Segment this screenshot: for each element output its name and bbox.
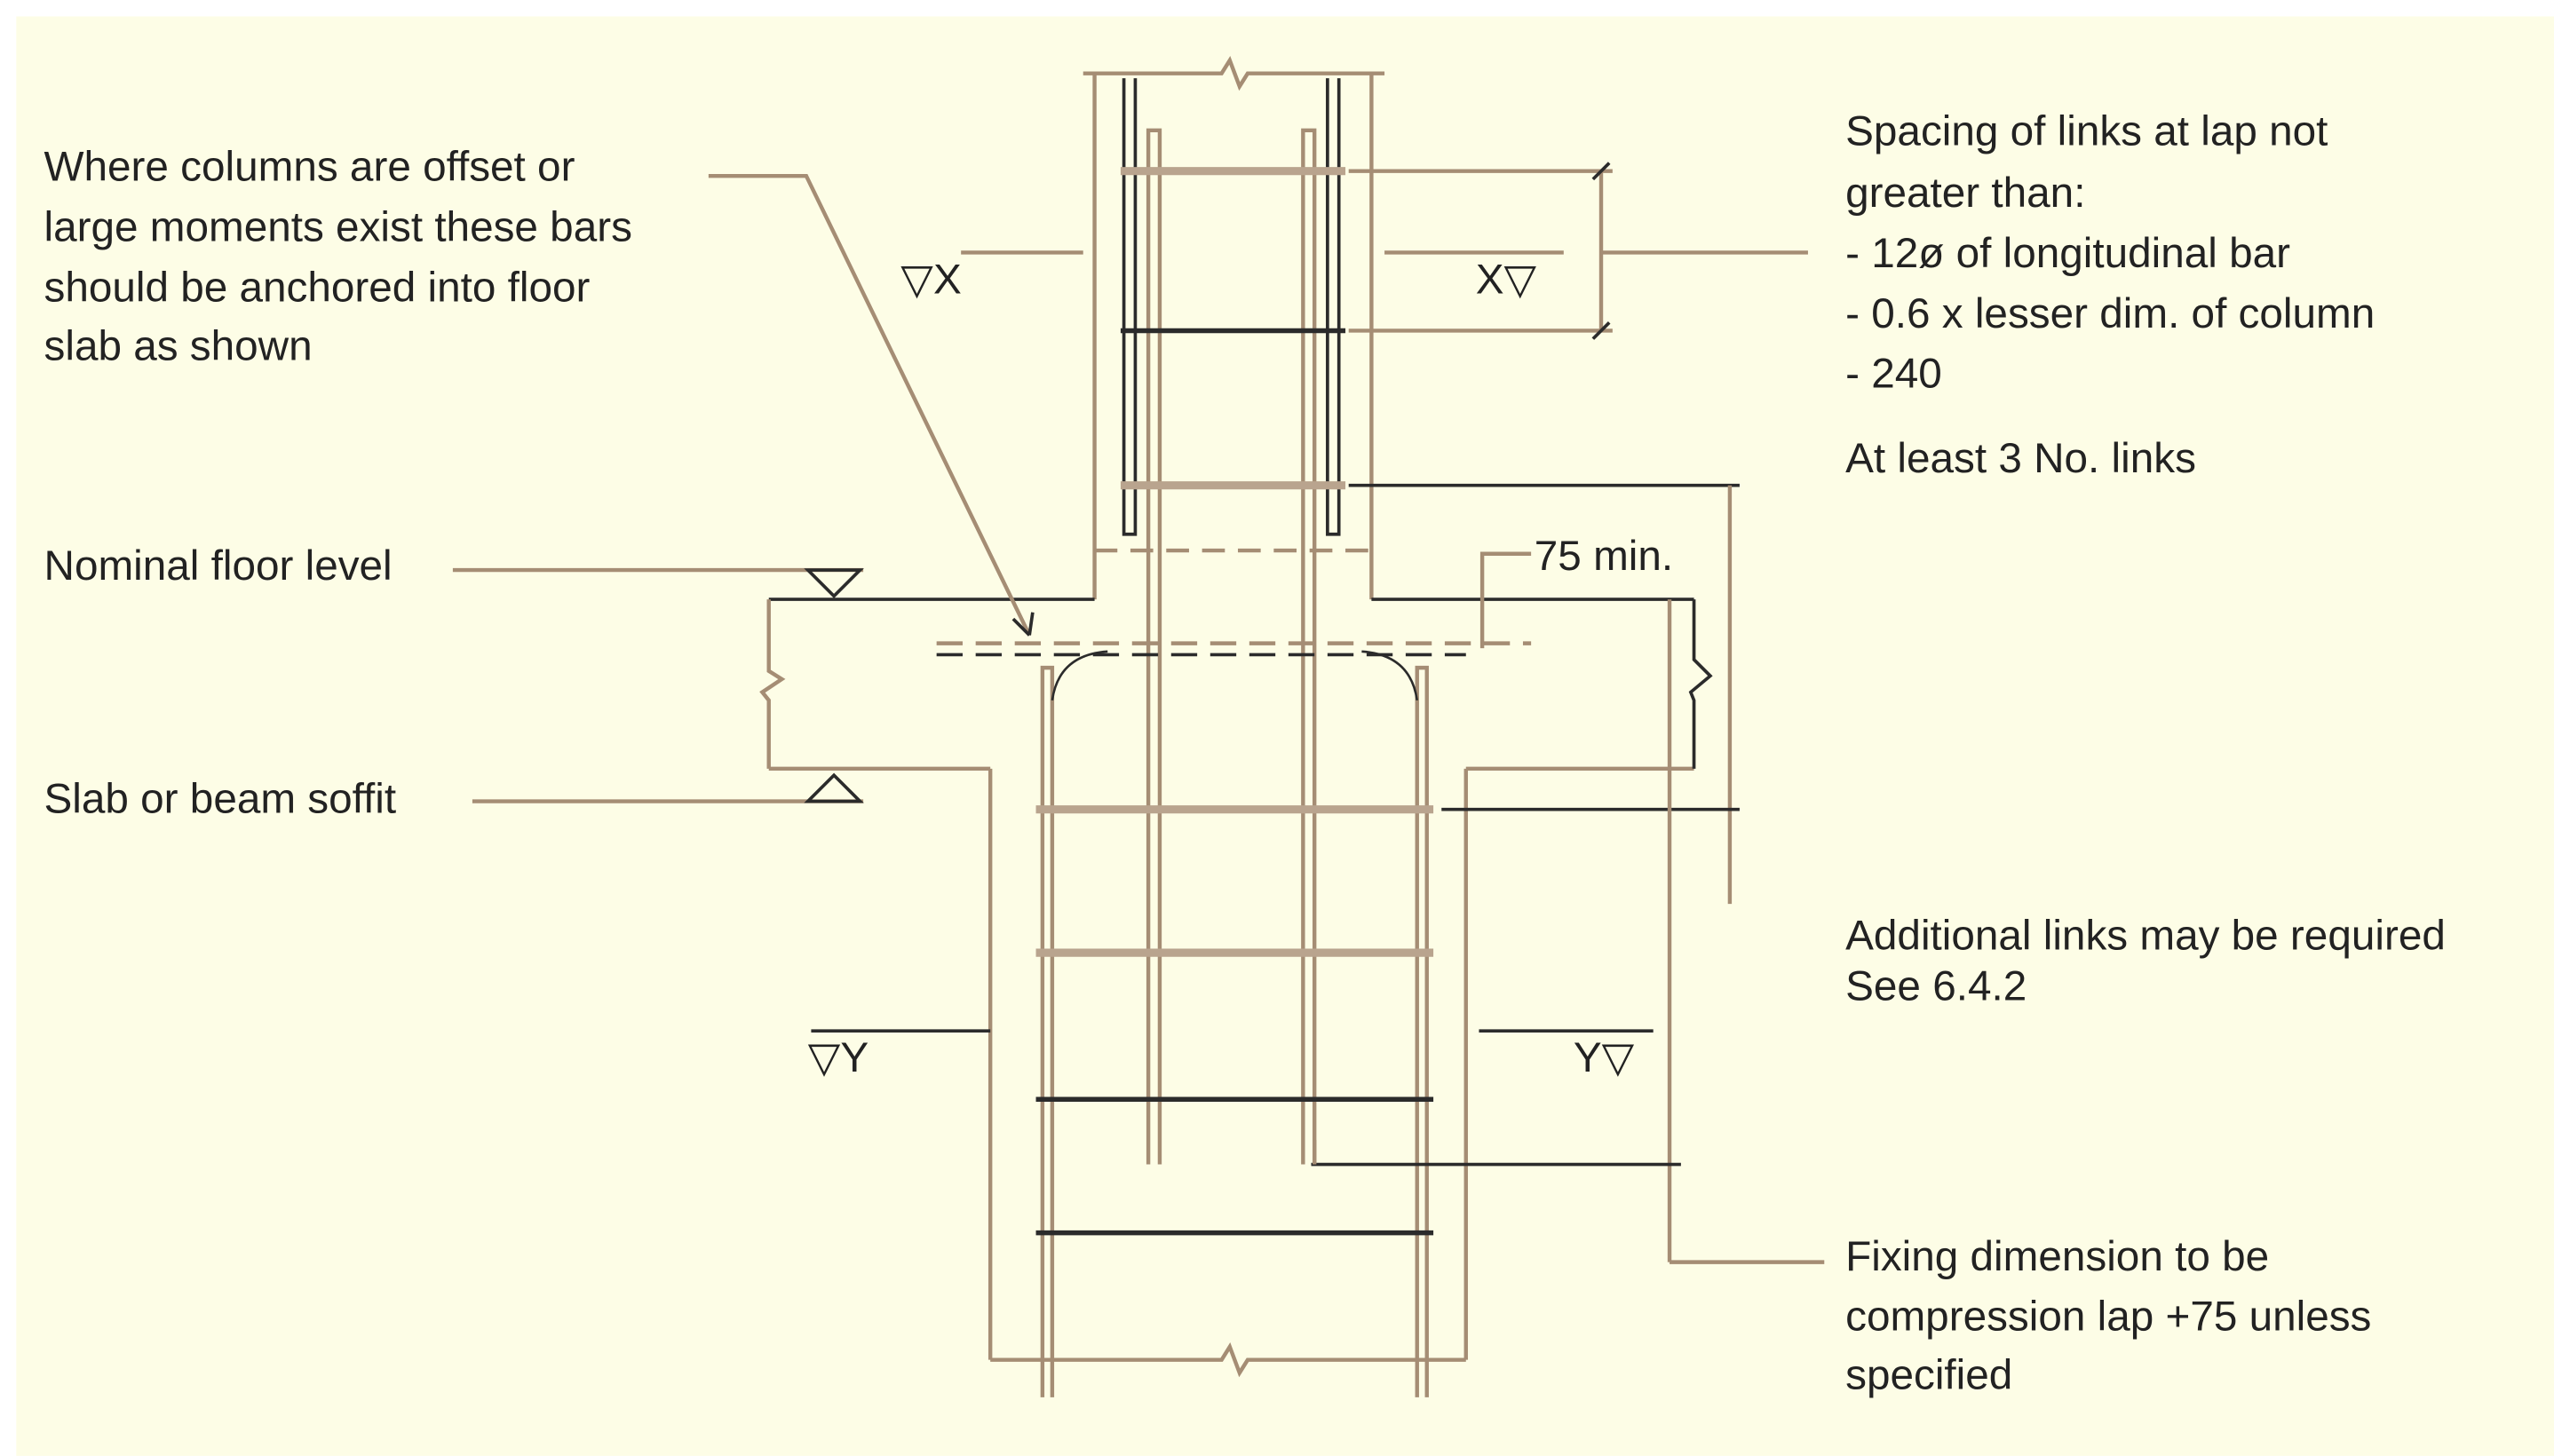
additional-links-note: See 6.4.2 — [1845, 962, 2027, 1009]
fixing-note-line: compression lap +75 unless — [1845, 1294, 2371, 1341]
spacing-note-line: - 12ø of longitudinal bar — [1845, 230, 2290, 277]
additional-links-note: Additional links may be required — [1845, 912, 2446, 959]
section-mark-x-left: ▽X — [900, 256, 961, 303]
spacing-note-line: - 0.6 x lesser dim. of column — [1845, 290, 2375, 337]
upper-column — [1083, 56, 1385, 1165]
anchor-note-line: should be anchored into floor — [44, 264, 591, 311]
soffit-label: Slab or beam soffit — [44, 775, 397, 822]
min-links-note: At least 3 No. links — [1845, 435, 2196, 482]
right-notes: Spacing of links at lap not greater than… — [1845, 107, 2446, 1398]
min-cover-dimension: 75 min. — [1535, 533, 1673, 580]
left-notes: Where columns are offset or large moment… — [44, 144, 632, 823]
dimension-lines — [452, 162, 1825, 1264]
section-mark-y-right: Y▽ — [1574, 1034, 1635, 1081]
fixing-note-line: Fixing dimension to be — [1845, 1233, 2269, 1280]
section-mark-y-left: ▽Y — [808, 1034, 869, 1081]
anchor-note-line: Where columns are offset or — [44, 144, 575, 191]
floor-slab — [759, 597, 1713, 772]
floor-level-label: Nominal floor level — [44, 542, 393, 590]
background — [16, 16, 2554, 1456]
section-mark-x-right: X▽ — [1476, 256, 1537, 303]
anchor-note-line: large moments exist these bars — [44, 204, 632, 251]
spacing-note-line: - 240 — [1845, 351, 1942, 398]
fixing-note-line: specified — [1845, 1352, 2012, 1399]
anchor-note-line: slab as shown — [44, 322, 313, 369]
lower-column — [987, 650, 1468, 1397]
spacing-note-line: greater than: — [1845, 170, 2085, 217]
spacing-note-line: Spacing of links at lap not — [1845, 107, 2328, 154]
